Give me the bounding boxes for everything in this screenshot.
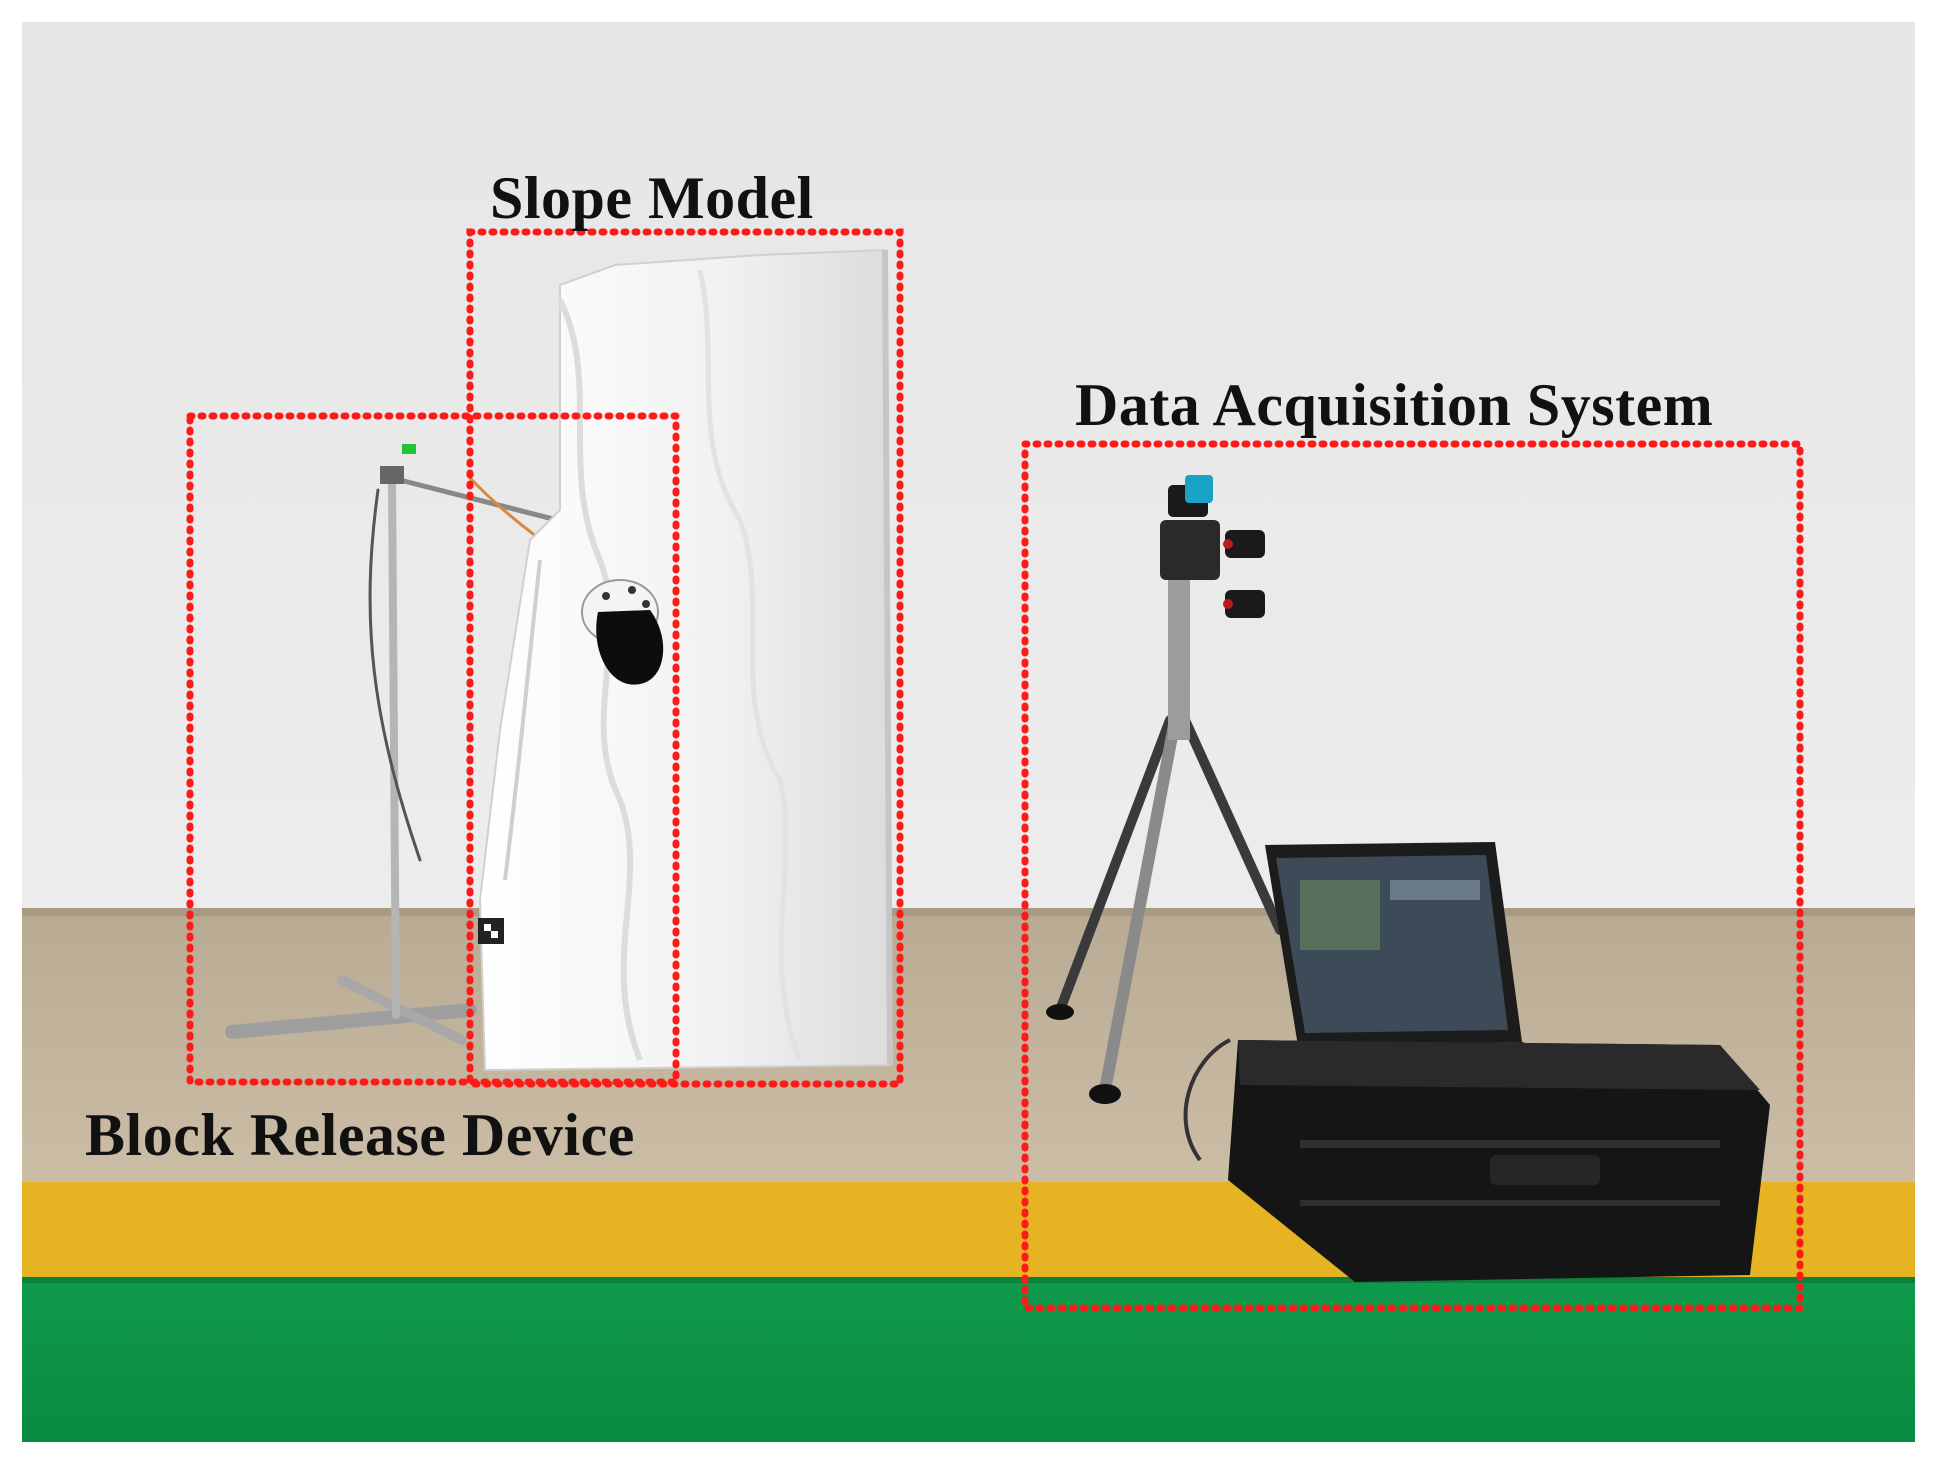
equipment-case-icon (1183, 1038, 1770, 1282)
data-acquisition-label: Data Acquisition System (1075, 372, 1714, 438)
block-release-box (186, 412, 680, 1086)
camera-tripod-icon (1046, 475, 1285, 1104)
annotation-boxes (186, 228, 1804, 1312)
data-acquisition-box (1021, 440, 1804, 1312)
photo-frame (22, 22, 1915, 1442)
slope-model-label: Slope Model (490, 165, 814, 231)
slope-model-foam-icon (478, 248, 893, 1072)
block-release-label: Block Release Device (85, 1102, 635, 1168)
rock-block-icon (581, 579, 664, 685)
slope-model-box (466, 228, 904, 1088)
